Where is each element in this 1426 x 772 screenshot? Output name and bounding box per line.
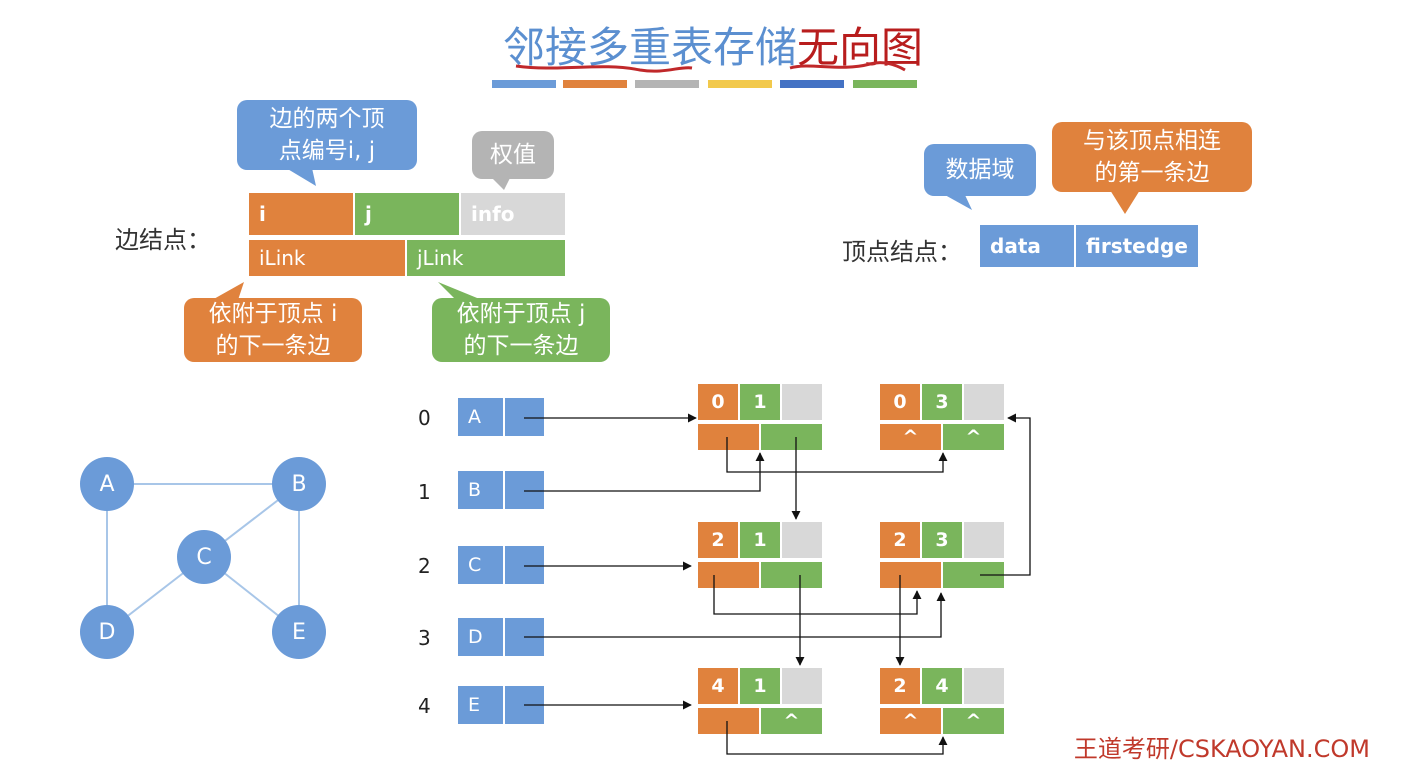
- field-i: i: [249, 193, 353, 235]
- callout-data: 数据域: [924, 144, 1036, 196]
- graph-node-b: B: [272, 457, 326, 511]
- vertex-a: A: [458, 398, 503, 436]
- index-1: 1: [418, 480, 431, 504]
- edge-5-ilink: ^: [880, 708, 941, 734]
- field-jlink: jLink: [407, 240, 565, 276]
- field-firstedge: firstedge: [1076, 225, 1198, 267]
- edge-2-ilink: [698, 562, 759, 588]
- edge-0-i: 0: [698, 384, 738, 420]
- edge-2-i: 2: [698, 522, 738, 558]
- edge-3-ilink: [880, 562, 941, 588]
- color-bar-darkblue: [780, 80, 844, 88]
- vertex-node-label: 顶点结点：: [842, 238, 962, 266]
- callout-firstedge-line1: 与该顶点相连: [1083, 127, 1221, 154]
- callout-ij: 边的两个顶 点编号i, j: [237, 100, 417, 170]
- edge-0-j: 1: [740, 384, 780, 420]
- edge-3-j: 3: [922, 522, 962, 558]
- vertex-c-firstedge: [505, 546, 544, 584]
- vertex-b-firstedge: [505, 471, 544, 509]
- graph-node-e: E: [272, 605, 326, 659]
- edge-5-jlink: ^: [943, 708, 1004, 734]
- callout-ilink-line1: 依附于顶点 i: [208, 300, 338, 327]
- vertex-e: E: [458, 686, 503, 724]
- edge-3-info: [964, 522, 1004, 558]
- edge-0-info: [782, 384, 822, 420]
- title-part-1: 邻接多重表存储: [502, 23, 797, 72]
- edge-0-ilink: [698, 424, 759, 450]
- callout-firstedge-line2: 的第一条边: [1094, 160, 1210, 186]
- graph-node-d: D: [80, 605, 134, 659]
- color-bar-green: [853, 80, 917, 88]
- edge-1-ilink: ^: [880, 424, 941, 450]
- field-data: data: [980, 225, 1074, 267]
- callout-ilink-line2: 的下一条边: [215, 333, 331, 359]
- page-title: 邻接多重表存储无向图: [0, 14, 1426, 75]
- vertex-b: B: [458, 471, 503, 509]
- edge-4-i: 4: [698, 668, 738, 704]
- edge-1-i: 0: [880, 384, 920, 420]
- index-2: 2: [418, 554, 431, 578]
- edge-1-j: 3: [922, 384, 962, 420]
- edge-5-info: [964, 668, 1004, 704]
- edge-4-ilink: [698, 708, 759, 734]
- title-part-2: 无向图: [797, 23, 924, 72]
- callout-jlink-line1: 依附于顶点 j: [456, 300, 586, 327]
- field-ilink: iLink: [249, 240, 405, 276]
- edge-2-info: [782, 522, 822, 558]
- vertex-d: D: [458, 618, 503, 656]
- title-underline: [515, 61, 906, 73]
- index-4: 4: [418, 694, 431, 718]
- color-bar-yellow: [708, 80, 772, 88]
- watermark: 王道考研/CSKAOYAN.COM: [1073, 735, 1370, 763]
- color-bar-orange: [563, 80, 627, 88]
- edge-4-j: 1: [740, 668, 780, 704]
- color-bar-blue: [492, 80, 556, 88]
- callout-ilink: 依附于顶点 i 的下一条边: [184, 298, 362, 362]
- index-0: 0: [418, 406, 431, 430]
- graph-node-c: C: [177, 530, 231, 584]
- edge-4-info: [782, 668, 822, 704]
- edge-1-jlink: ^: [943, 424, 1004, 450]
- edge-3-i: 2: [880, 522, 920, 558]
- index-3: 3: [418, 626, 431, 650]
- field-info: info: [461, 193, 565, 235]
- callout-ij-line1: 边的两个顶: [269, 105, 385, 132]
- color-bar-gray: [635, 80, 699, 88]
- callout-info: 权值: [472, 131, 554, 179]
- graph-node-a: A: [80, 457, 134, 511]
- field-j: j: [355, 193, 459, 235]
- callout-jlink: 依附于顶点 j 的下一条边: [432, 298, 610, 362]
- callout-ij-line2: 点编号i, j: [278, 138, 376, 164]
- edge-5-i: 2: [880, 668, 920, 704]
- edge-5-j: 4: [922, 668, 962, 704]
- edge-2-jlink: [761, 562, 822, 588]
- vertex-c: C: [458, 546, 503, 584]
- edge-2-j: 1: [740, 522, 780, 558]
- edge-1-info: [964, 384, 1004, 420]
- edge-0-jlink: [761, 424, 822, 450]
- callout-firstedge: 与该顶点相连 的第一条边: [1052, 122, 1252, 192]
- edge-4-jlink: ^: [761, 708, 822, 734]
- callout-jlink-line2: 的下一条边: [463, 333, 579, 359]
- edge-node-label: 边结点：: [115, 226, 211, 254]
- vertex-a-firstedge: [505, 398, 544, 436]
